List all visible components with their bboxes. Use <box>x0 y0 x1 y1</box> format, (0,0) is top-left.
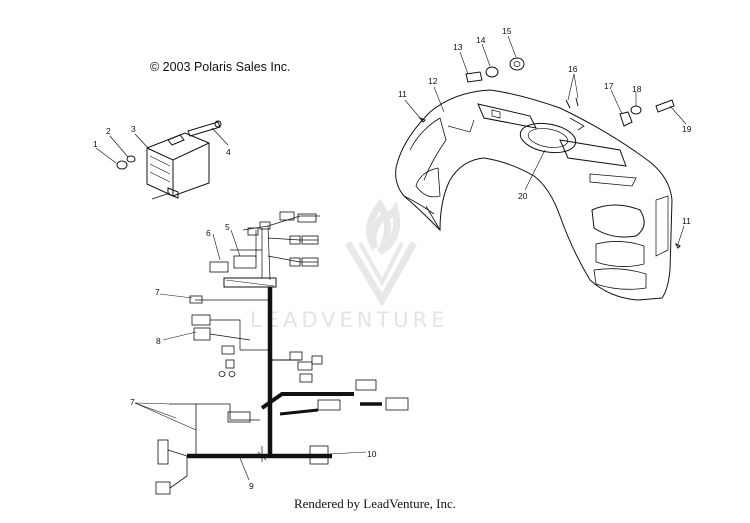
nut <box>116 160 128 170</box>
dash-panel-assembly <box>395 35 687 301</box>
watermark: LEADVENTURE <box>250 198 449 332</box>
copyright-notice: © 2003 Polaris Sales Inc. <box>150 60 291 74</box>
nut-18 <box>630 105 642 115</box>
relay-5 <box>233 255 257 269</box>
callout-4: 4 <box>226 147 231 157</box>
plug-19 <box>655 99 675 113</box>
bolt-head <box>214 120 222 128</box>
dash-panel <box>395 89 673 301</box>
callout-7b: 7 <box>130 397 135 407</box>
connector-left-2 <box>155 481 171 495</box>
leadventure-flame-icon <box>344 198 418 307</box>
switch-panel-right <box>559 139 627 167</box>
mounting-tab-bottom <box>167 187 179 199</box>
junction-block <box>223 277 277 288</box>
right-branch <box>260 392 354 410</box>
control-module-box <box>146 132 210 197</box>
screw-11-right <box>674 242 681 249</box>
watermark-text: LEADVENTURE <box>250 308 449 332</box>
relay-6 <box>209 261 229 273</box>
callout-8: 8 <box>156 336 161 346</box>
connector-10 <box>309 445 329 465</box>
callout-7a: 7 <box>155 287 160 297</box>
callout-20: 20 <box>518 191 528 201</box>
gauge-opening <box>519 122 577 154</box>
callout-17: 17 <box>604 81 614 91</box>
callout-11b: 11 <box>682 216 691 226</box>
callout-13: 13 <box>453 42 463 52</box>
bolt-shaft <box>187 121 221 137</box>
control-module-assembly <box>95 120 229 200</box>
callout-3: 3 <box>131 124 136 134</box>
rendered-by-footer: Rendered by LeadVenture, Inc. <box>293 496 457 511</box>
callout-6: 6 <box>206 228 211 238</box>
callout-18: 18 <box>632 84 642 94</box>
washer <box>126 155 136 163</box>
callout-1: 1 <box>93 139 98 149</box>
callout-2: 2 <box>106 126 111 136</box>
callout-15: 15 <box>502 26 512 36</box>
callout-19: 19 <box>682 124 692 134</box>
callout-14: 14 <box>476 35 486 45</box>
switch-13 <box>465 71 483 83</box>
callout-10: 10 <box>367 449 377 459</box>
switch-panel-left <box>477 103 537 129</box>
mounting-tab-top <box>167 134 185 146</box>
switch-17 <box>619 111 633 127</box>
wiring-harness <box>134 211 409 495</box>
nut-14 <box>485 66 499 78</box>
knob-15 <box>509 57 525 71</box>
glovebox-door <box>591 204 645 238</box>
connector-left-1 <box>157 439 169 465</box>
callout-11a: 11 <box>398 89 407 99</box>
callout-12: 12 <box>428 76 438 86</box>
screw-11-top <box>418 116 426 123</box>
callout-9: 9 <box>249 481 254 491</box>
callout-16: 16 <box>568 64 578 74</box>
callout-5: 5 <box>225 222 230 232</box>
callout-labels: 1 2 3 4 5 6 7 7 8 9 10 11 11 12 13 14 15… <box>93 26 692 491</box>
